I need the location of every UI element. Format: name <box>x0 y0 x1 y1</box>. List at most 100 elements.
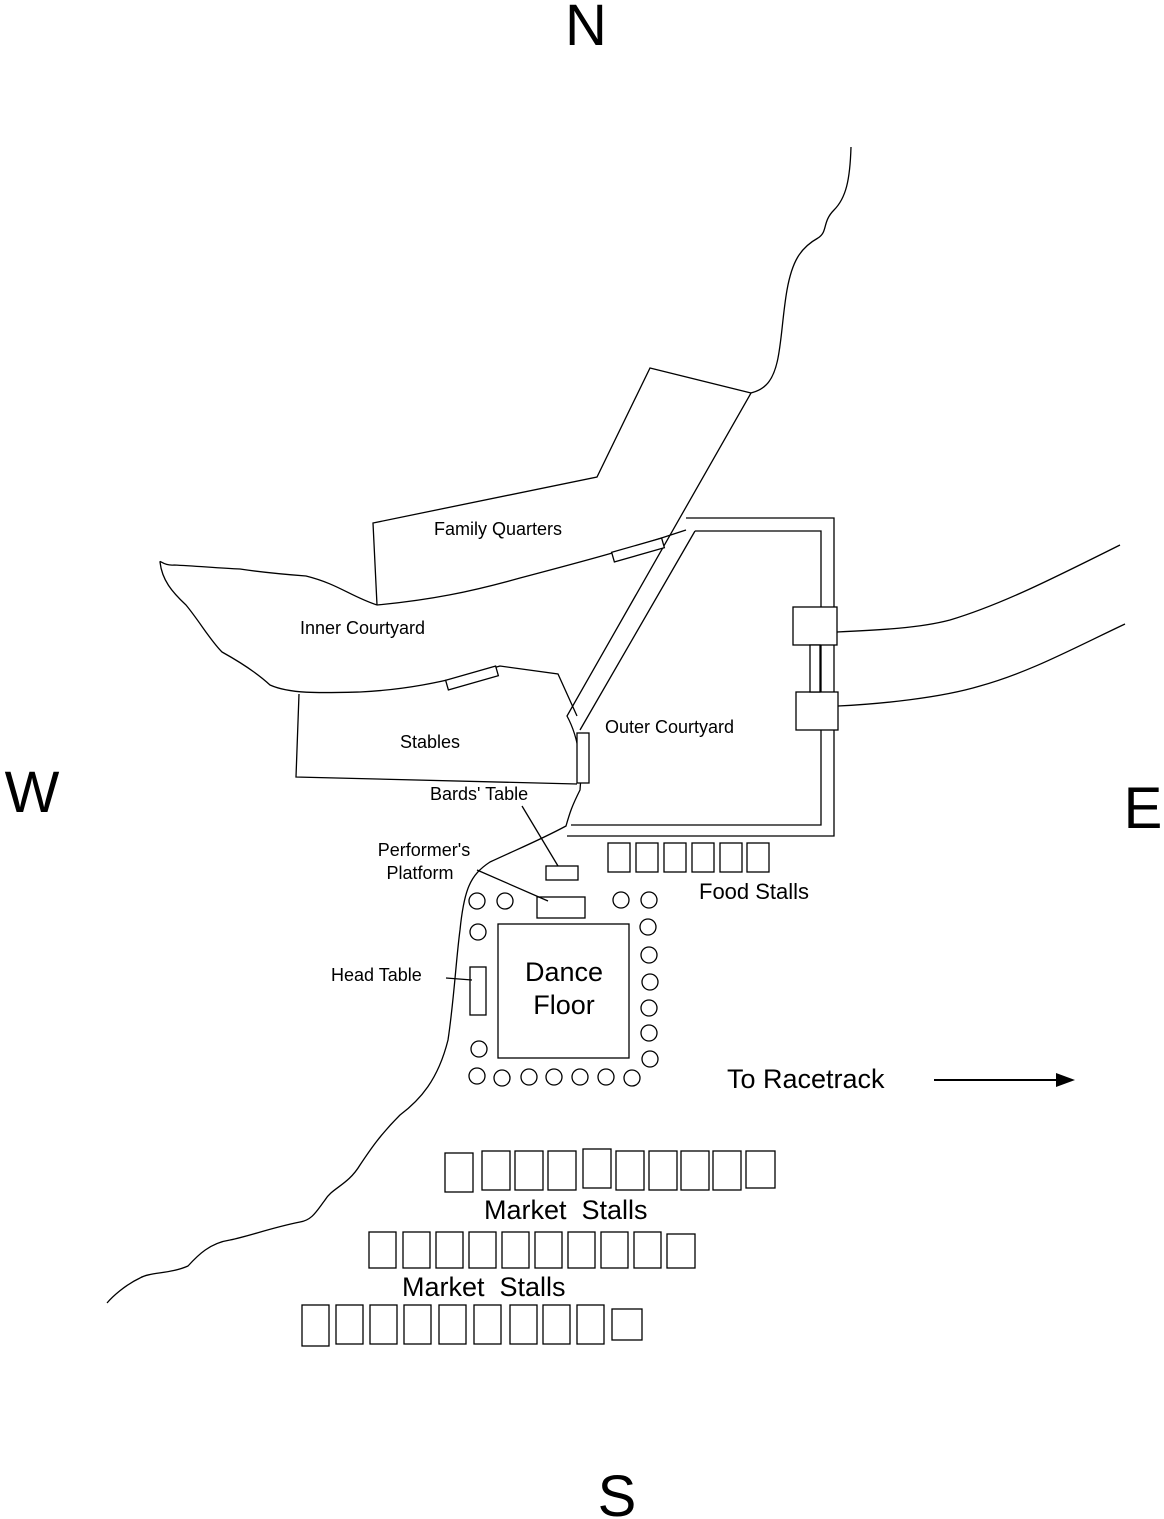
market-stall <box>576 1304 605 1345</box>
food-stall <box>746 842 770 873</box>
stables-gate <box>444 665 500 691</box>
compass-south: S <box>598 1464 637 1519</box>
market-stalls-row-2 <box>368 1231 696 1269</box>
label-food-stalls: Food Stalls <box>699 879 809 904</box>
food-stall <box>607 842 631 873</box>
market-stall <box>615 1150 645 1191</box>
market-stall <box>666 1233 696 1269</box>
market-stall <box>438 1304 467 1345</box>
market-stall <box>444 1152 474 1193</box>
market-stall <box>534 1231 563 1269</box>
market-stall <box>648 1150 678 1191</box>
market-stall <box>402 1231 431 1269</box>
seat <box>571 1068 589 1086</box>
market-stall <box>611 1308 643 1341</box>
performers-platform-pointer <box>476 869 549 902</box>
seat <box>640 999 658 1017</box>
compass-west: W <box>5 760 60 825</box>
food-stalls <box>607 842 770 873</box>
seat <box>623 1069 641 1087</box>
market-stall <box>712 1150 742 1191</box>
market-stall <box>633 1231 662 1269</box>
label-dance-floor-1: Dance <box>525 957 603 987</box>
food-stall <box>635 842 659 873</box>
performers-platform <box>536 896 586 919</box>
head-table <box>469 966 487 1016</box>
market-stall <box>435 1231 464 1269</box>
seat <box>612 891 630 909</box>
seat <box>468 1067 486 1085</box>
market-stall <box>567 1231 596 1269</box>
east-gatehouse-tower-north <box>792 606 838 646</box>
racetrack-arrow-icon <box>934 1073 1075 1087</box>
road-boundary <box>106 146 852 1304</box>
market-stall <box>369 1304 398 1345</box>
seat <box>496 892 514 910</box>
label-market-stalls-2: Market Stalls <box>402 1272 566 1302</box>
inner-courtyard-west-wall <box>159 560 578 717</box>
family-quarters-gate <box>610 537 666 563</box>
market-stall <box>301 1304 330 1347</box>
label-performers-platform-2: Platform <box>386 863 453 883</box>
food-stall <box>663 842 687 873</box>
label-market-stalls-1: Market Stalls <box>484 1195 648 1225</box>
market-stall <box>335 1304 364 1345</box>
market-stall <box>509 1304 538 1345</box>
east-road-south-edge <box>837 623 1126 707</box>
label-family-quarters: Family Quarters <box>434 519 562 539</box>
seat <box>545 1068 563 1086</box>
bards-table <box>545 865 579 881</box>
seat <box>469 923 487 941</box>
market-stall <box>514 1150 544 1191</box>
market-stall <box>403 1304 432 1345</box>
label-dance-floor-2: Floor <box>533 990 595 1020</box>
head-table-pointer <box>445 977 473 981</box>
seat <box>640 946 658 964</box>
market-stall <box>542 1304 571 1345</box>
seat <box>641 1050 659 1068</box>
dance-floor <box>497 923 630 1059</box>
seat <box>639 918 657 936</box>
market-stall <box>501 1231 530 1269</box>
inner-courtyard-north-wall <box>376 529 687 606</box>
market-stall <box>368 1231 397 1269</box>
outer-courtyard-west-gate <box>576 732 590 784</box>
market-stall <box>481 1150 511 1191</box>
label-performers-platform-1: Performer's <box>378 840 470 860</box>
outer-courtyard-inner-diagonal <box>579 530 696 731</box>
food-stall <box>691 842 715 873</box>
outer-courtyard-inner-wall <box>571 530 822 826</box>
bards-table-pointer <box>521 805 559 867</box>
market-stalls-row-1 <box>444 1148 776 1193</box>
food-stall <box>719 842 743 873</box>
seating-tables <box>468 891 659 1087</box>
seat <box>493 1069 511 1087</box>
market-stall <box>680 1150 710 1191</box>
seat <box>597 1068 615 1086</box>
label-bards-table: Bards' Table <box>430 784 528 804</box>
label-outer-courtyard: Outer Courtyard <box>605 717 734 737</box>
label-to-racetrack: To Racetrack <box>727 1064 885 1094</box>
market-stall <box>468 1231 497 1269</box>
label-stables: Stables <box>400 732 460 752</box>
seat <box>520 1068 538 1086</box>
market-stall <box>547 1150 577 1191</box>
east-road-north-edge <box>836 544 1121 633</box>
market-stall <box>473 1304 502 1345</box>
seat <box>640 891 658 909</box>
family-quarters-building <box>372 367 752 606</box>
seat <box>641 973 659 991</box>
east-gatehouse-tower-south <box>795 691 839 731</box>
compass-east: E <box>1124 776 1163 841</box>
seat <box>468 892 486 910</box>
market-stall <box>600 1231 629 1269</box>
stables-building <box>295 693 578 785</box>
outer-courtyard-outer-wall <box>567 517 835 837</box>
gatehouse-passage <box>809 644 821 693</box>
label-inner-courtyard: Inner Courtyard <box>300 618 425 638</box>
market-stall <box>745 1150 776 1189</box>
label-head-table: Head Table <box>331 965 422 985</box>
seat <box>640 1024 658 1042</box>
market-stall <box>582 1148 612 1189</box>
